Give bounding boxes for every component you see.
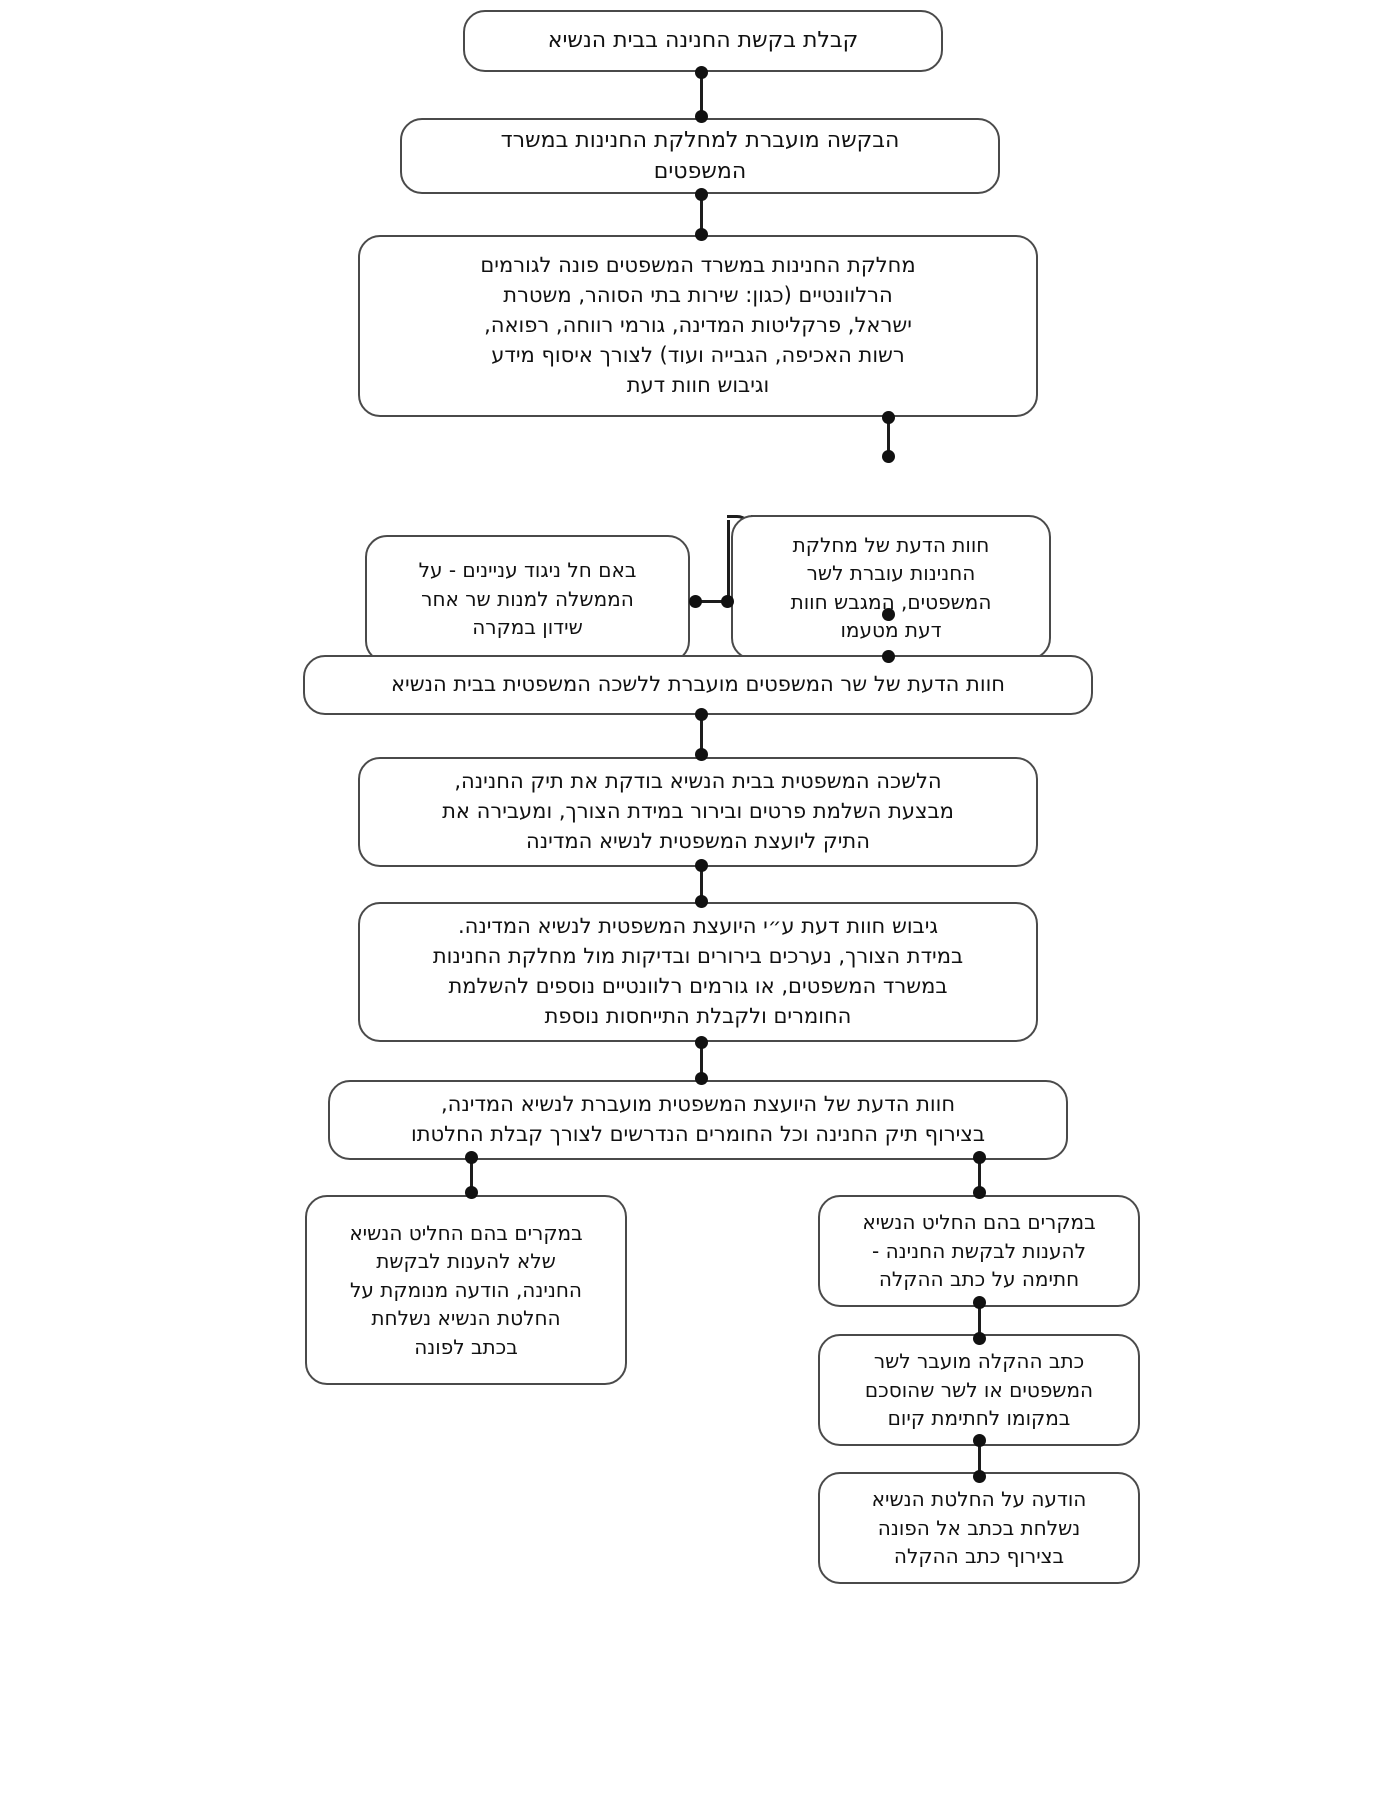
connector-dot xyxy=(695,747,708,761)
flow-node-opinion-to-president[interactable]: חוות הדעת של היועצת המשפטית מועברת לנשיא… xyxy=(328,1080,1068,1160)
connector-n1-n2 xyxy=(700,70,703,118)
flow-node-conflict-of-interest[interactable]: באם חל ניגוד עניינים - על הממשלה למנות ש… xyxy=(365,535,690,663)
flow-node-request-granted[interactable]: במקרים בהם החליט הנשיא להענות לבקשת החני… xyxy=(818,1195,1140,1307)
connector-n4-n5 xyxy=(690,600,730,603)
connector-dot xyxy=(695,227,708,241)
connector-n6-n7 xyxy=(700,712,703,760)
connector-n5-riser xyxy=(727,520,730,602)
connector-n12-n13 xyxy=(978,1438,981,1480)
connector-dot xyxy=(882,649,895,663)
flow-node-request-denied[interactable]: במקרים בהם החליט הנשיא שלא להענות לבקשת … xyxy=(305,1195,627,1385)
connector-n7-n8 xyxy=(700,863,703,905)
connector-dot xyxy=(465,1150,478,1164)
connector-dot xyxy=(695,894,708,908)
flow-node-opinion-to-legal-bureau[interactable]: חוות הדעת של שר המשפטים מועברת ללשכה המש… xyxy=(303,655,1093,715)
connector-n9-n10 xyxy=(470,1155,473,1200)
connector-dot xyxy=(465,1185,478,1199)
connector-dot xyxy=(688,595,702,608)
flow-node-legal-bureau-review[interactable]: הלשכה המשפטית בבית הנשיא בודקת את תיק הח… xyxy=(358,757,1038,867)
connector-n8-n9 xyxy=(700,1040,703,1082)
connector-dot xyxy=(695,858,708,872)
connector-dot xyxy=(973,1331,986,1345)
connector-dot xyxy=(882,449,895,463)
flow-node-opinion-to-justice-minister[interactable]: חוות הדעת של מחלקת החנינות עוברת לשר המש… xyxy=(731,515,1051,660)
connector-dot xyxy=(695,109,708,123)
connector-dot xyxy=(973,1150,986,1164)
connector-dot xyxy=(695,707,708,721)
connector-dot xyxy=(695,65,708,79)
connector-dot xyxy=(973,1469,986,1483)
connector-dot xyxy=(882,410,895,424)
connector-dot xyxy=(973,1433,986,1447)
flow-node-collect-information[interactable]: מחלקת החנינות במשרד המשפטים פונה לגורמים… xyxy=(358,235,1038,417)
flow-node-notify-applicant[interactable]: הודעה על החלטת הנשיא נשלחת בכתב אל הפונה… xyxy=(818,1472,1140,1584)
connector-dot xyxy=(695,187,708,201)
connector-dot xyxy=(695,1035,708,1049)
connector-dot xyxy=(695,1071,708,1085)
flow-node-receive-request[interactable]: קבלת בקשת החנינה בבית הנשיא xyxy=(463,10,943,72)
flow-node-transfer-to-pardons-dept[interactable]: הבקשה מועברת למחלקת החנינות במשרד המשפטי… xyxy=(400,118,1000,194)
flow-node-legal-advisor-opinion[interactable]: גיבוש חוות דעת ע״י היועצת המשפטית לנשיא … xyxy=(358,902,1038,1042)
flow-node-countersignature[interactable]: כתב ההקלה מועבר לשר המשפטים או לשר שהוסכ… xyxy=(818,1334,1140,1446)
connector-n2-n3 xyxy=(700,192,703,236)
connector-n11-n12 xyxy=(978,1300,981,1342)
connector-dot xyxy=(882,607,895,621)
connector-dot xyxy=(720,595,734,608)
connector-dot xyxy=(973,1295,986,1309)
connector-dot xyxy=(973,1185,986,1199)
connector-n9-n11 xyxy=(978,1155,981,1200)
connector-n3-n4 xyxy=(887,415,890,460)
